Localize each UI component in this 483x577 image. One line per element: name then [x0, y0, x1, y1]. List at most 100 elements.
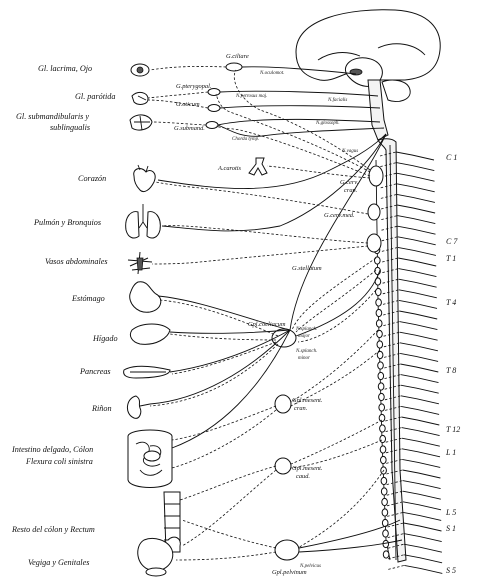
- chain-ganglion: [382, 498, 388, 505]
- cranial-mesenteric-ganglion: [275, 395, 291, 413]
- spinal-nerve-root: [400, 353, 438, 361]
- label-lesser-splanchnic: N.splanch.: [295, 349, 317, 354]
- spinal-nerve-root: [398, 258, 436, 266]
- carotid-artery: [249, 158, 267, 175]
- chain-ganglion: [377, 351, 383, 358]
- spinal-nerve-root: [400, 332, 438, 340]
- chain-ganglion: [380, 446, 386, 453]
- level-t4: T 4: [446, 298, 456, 307]
- level-t8: T 8: [446, 366, 456, 375]
- eye-icon: [131, 64, 149, 76]
- spinal-nerve-root: [402, 438, 440, 446]
- label-lungs: Pulmón y Bronquios: [33, 218, 101, 227]
- label-oculomotor-nerve: N.oculomot.: [259, 71, 284, 76]
- level-t1: T 1: [446, 254, 456, 263]
- chain-ganglion: [379, 414, 385, 421]
- spinal-nerve-root: [404, 555, 442, 563]
- spinal-nerve-root: [401, 396, 439, 404]
- spinal-nerve-root: [397, 205, 435, 213]
- caudal-mesenteric-ganglion: [275, 458, 291, 474]
- spinal-nerve-root: [404, 544, 442, 552]
- spinal-nerve-root: [396, 163, 434, 171]
- label-pancreas: Pancreas: [79, 367, 111, 376]
- abdominal-vessels-icon: [128, 252, 152, 274]
- spinal-nerve-root: [397, 184, 435, 192]
- spinal-nerve-root: [398, 269, 436, 277]
- spinal-nerve-root: [396, 152, 434, 160]
- parotid-gland-icon: [132, 92, 148, 104]
- label-flexura: Flexura coli sinistra: [25, 457, 93, 466]
- spinal-nerve-root: [404, 565, 442, 573]
- chain-ganglion: [382, 509, 388, 516]
- ramus-communicans: [388, 565, 404, 569]
- level-t12: T 12: [446, 425, 460, 434]
- stomach-icon: [130, 282, 161, 312]
- spinal-nerve-root: [398, 237, 436, 245]
- label-pelvic-ganglion: Gpl.pelvinum: [272, 569, 307, 576]
- spinal-nerve-root: [402, 459, 440, 467]
- label-sublingual: sublingualis: [50, 123, 90, 132]
- spinal-nerve-root: [402, 470, 440, 478]
- spinal-nerve-root: [404, 523, 442, 531]
- middle-cervical-ganglion: [368, 204, 380, 220]
- label-stellate-ganglion: G.stellatum: [292, 265, 322, 272]
- level-l1: L 1: [445, 448, 456, 457]
- label-middle-cervical-ganglion: G.cerv.med.: [324, 212, 355, 219]
- level-s5: S 5: [446, 566, 456, 575]
- spinal-cord: [378, 139, 406, 562]
- spinal-nerve-root: [398, 247, 436, 255]
- label-otic-ganglion: G.oticum: [176, 101, 200, 108]
- label-lacrimal-eye: Gl. lacrima, Ojo: [38, 64, 92, 73]
- otic-ganglion: [208, 105, 220, 112]
- label-greater-splanchnic-2: major: [298, 334, 310, 339]
- spinal-nerve-root: [402, 428, 440, 436]
- label-cranial-mesenteric-ganglion-2: cran.: [294, 405, 308, 412]
- label-pterygopalatine-ganglion: G.pterygopal.: [176, 83, 212, 90]
- chain-ganglion: [381, 477, 387, 484]
- spinal-nerve-root: [401, 385, 439, 393]
- level-c1: C 1: [446, 153, 457, 162]
- stellate-ganglion: [367, 234, 381, 252]
- spinal-nerve-root: [399, 311, 437, 319]
- label-vagus-nerve: N.vagus: [341, 149, 358, 154]
- label-pelvic-nerve: N.pelvicus: [299, 564, 321, 569]
- label-greater-splanchnic: N.splanch.: [295, 327, 317, 332]
- spinal-nerve-root: [400, 343, 438, 351]
- liver-icon: [130, 324, 170, 344]
- chain-ganglion: [381, 456, 387, 463]
- label-submandibular-ganglion: G.submand.: [174, 125, 205, 132]
- lungs-icon: [126, 204, 161, 238]
- chain-ganglion: [379, 404, 385, 411]
- superior-cervical-ganglion: [369, 166, 383, 186]
- chain-ganglion: [381, 488, 387, 495]
- spinal-nerve-root: [399, 322, 437, 330]
- spinal-nerve-root: [402, 449, 440, 457]
- chain-ganglion: [378, 372, 384, 379]
- heart-icon: [134, 165, 155, 192]
- label-bladder-genitals: Vegiga y Genitales: [28, 558, 89, 567]
- spinal-nerve-root: [399, 279, 437, 287]
- organ-labels: Gl. lacrima, Ojo Gl. parótida Gl. subman…: [11, 64, 118, 567]
- chain-ganglion: [383, 530, 389, 537]
- label-kidney: Riñon: [91, 404, 112, 413]
- label-caudal-mesenteric-ganglion: Gpl.mesent.: [292, 465, 323, 472]
- label-carotid-artery: A.carotis: [217, 165, 242, 172]
- label-abdominal-vessels: Vasos abdominales: [45, 257, 108, 266]
- cranial-nerves: [148, 66, 386, 448]
- label-superior-cervical-ganglion: G.cerv.: [340, 179, 359, 186]
- chain-ganglion: [376, 320, 382, 327]
- spinal-nerve-root: [399, 290, 437, 298]
- label-submandibular: Gl. submandibularis y: [16, 112, 89, 121]
- level-l5: L 5: [445, 508, 456, 517]
- label-ciliary-ganglion: G.ciliare: [226, 53, 249, 60]
- label-superior-cervical-ganglion-2: cran.: [344, 187, 358, 194]
- spinal-nerve-root: [403, 491, 441, 499]
- oculomotor-nucleus: [350, 69, 362, 75]
- nerve-labels: N.oculomot. N.facialis N.petrosus maj. N…: [232, 71, 358, 569]
- pelvic-ganglion: [275, 540, 299, 560]
- spinal-nerve-root: [397, 173, 435, 181]
- bladder-genitals-icon: [138, 537, 181, 576]
- chain-ganglion: [376, 288, 382, 295]
